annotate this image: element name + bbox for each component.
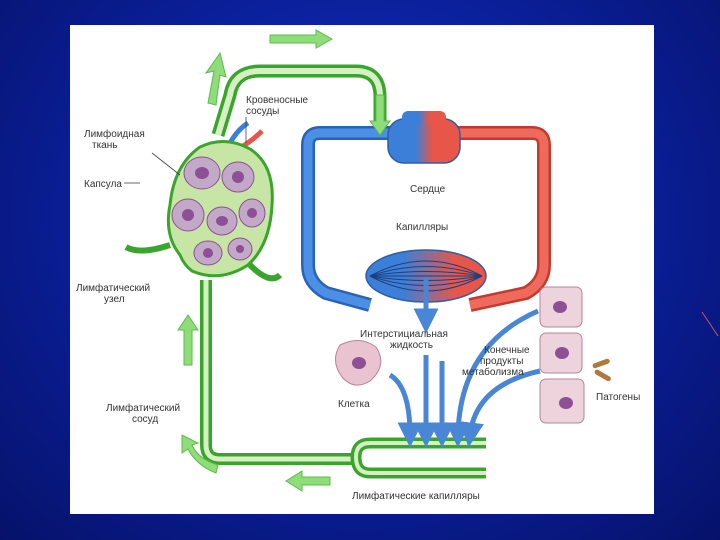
label-lymph-node: Лимфатический узел [76, 282, 153, 305]
slide-panel: Кровеносные сосуды Лимфоидная ткань Капс… [70, 25, 654, 514]
label-lymph-capillaries: Лимфатические капилляры [352, 490, 480, 502]
lymph-vessel-main [200, 280, 360, 465]
fluid-arrow [445, 308, 540, 448]
label-metabolic-products: Конечные продукты метаболизма [462, 345, 532, 378]
label-heart: Сердце [410, 184, 446, 195]
label-capsule: Капсула [84, 179, 122, 190]
flow-arrow-left [285, 470, 331, 492]
lymphatic-system-diagram: Кровеносные сосуды Лимфоидная ткань Капс… [76, 29, 640, 502]
flow-arrow-up [204, 51, 227, 106]
flow-arrow-right [269, 29, 334, 49]
heart [387, 111, 461, 164]
flow-arrow-up [177, 314, 199, 366]
decorative-line [701, 311, 719, 337]
label-interstitial-fluid: Интерстициальная жидкость [360, 329, 451, 351]
pathogen-rod [592, 358, 610, 369]
flow-arrows [177, 29, 391, 492]
fluid-arrow [459, 368, 541, 448]
fluid-arrows [388, 277, 541, 448]
flow-arrow-curved [181, 434, 219, 474]
label-lymphoid-tissue: Лимфоидная ткань [84, 128, 148, 151]
lymph-capillaries [350, 437, 486, 479]
flow-arrow-down [369, 94, 391, 136]
label-blood-vessels: Кровеносные сосуды [246, 95, 311, 117]
leader-lines [124, 117, 247, 184]
capillary-bed [365, 249, 487, 303]
pathogen-rod [594, 369, 611, 382]
fluid-arrow [388, 372, 423, 448]
label-lymph-vessel: Лимфатический сосуд [106, 402, 183, 425]
tissue-cells [335, 286, 611, 424]
lymph-node [124, 140, 283, 282]
label-capillaries: Капилляры [396, 222, 448, 233]
node-vein [227, 120, 250, 145]
label-pathogens: Патогены [596, 392, 640, 403]
label-cell: Клетка [338, 399, 370, 410]
blood-circulation [301, 111, 551, 312]
lymphatic-vessels [200, 64, 486, 479]
